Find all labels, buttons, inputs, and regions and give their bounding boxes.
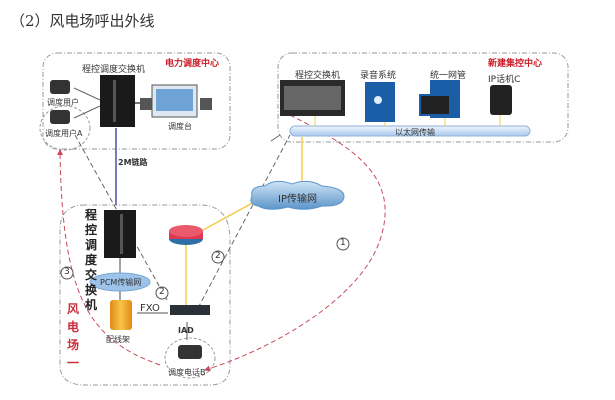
dispatch-phone-b	[178, 345, 202, 359]
dispatch-console-label: 调度台	[168, 122, 192, 131]
pbx-label: 程控交换机	[295, 71, 341, 81]
link-2m-label: 2M链路	[118, 158, 148, 167]
path-2-grey	[197, 134, 291, 309]
pcm-network-cloud	[89, 272, 151, 292]
marker-2b-label: 2	[159, 287, 165, 297]
dispatch-user-a-phone	[50, 110, 70, 124]
dispatch-center-zone	[42, 52, 231, 150]
yellow-router-ip	[202, 199, 259, 231]
pbx-device	[280, 80, 345, 116]
dispatch-user-label: 调度用户	[47, 98, 79, 107]
marker-2a	[211, 250, 225, 264]
farm-switch-label: 程控调度交换机	[84, 208, 97, 312]
page-title: （2）风电场呼出外线	[10, 12, 155, 30]
marker-1	[336, 237, 350, 251]
path-1-red	[204, 114, 386, 372]
distribution-frame-label: 配线架	[106, 335, 130, 344]
dispatch-user-phone	[50, 80, 70, 94]
dispatch-switch	[100, 75, 135, 127]
iad-label: IAD	[178, 326, 194, 335]
recording-label: 录音系统	[360, 71, 397, 81]
wind-farm-zone	[59, 204, 231, 386]
phone-b-zone	[164, 337, 216, 379]
control-center-zone	[277, 52, 569, 143]
dispatch-phone-b-label: 调度电话B	[168, 368, 206, 377]
ip-phone-c-label: IP话机C	[488, 75, 521, 85]
pcm-network-label: PCM传输网	[100, 278, 142, 287]
control-center-label: 新建集控中心	[488, 59, 543, 69]
ethernet-bar	[289, 125, 531, 137]
fxo-label: FXO	[140, 303, 160, 314]
marker-2b	[155, 286, 169, 300]
ip-network-label: IP传输网	[278, 194, 317, 205]
marker-2a-label: 2	[215, 251, 221, 261]
distribution-frame	[110, 300, 132, 330]
ethernet-label: 以太网传输	[395, 128, 435, 137]
ip-network-cloud	[250, 180, 345, 210]
nms-label: 统一网管	[430, 71, 467, 81]
recording-device	[365, 82, 395, 122]
dispatch-switch-label: 程控调度交换机	[82, 65, 146, 75]
dispatch-console	[140, 84, 212, 118]
path-3-red	[57, 149, 161, 366]
iad-device	[170, 305, 210, 315]
marker-3-label: 3	[64, 267, 70, 277]
dispatch-center-label: 电力调度中心	[165, 59, 220, 69]
farm-switch	[104, 210, 136, 258]
ip-phone-c	[490, 85, 512, 115]
nms-device	[419, 80, 460, 118]
router	[169, 225, 203, 245]
user-a-zone	[39, 105, 91, 151]
marker-1-label: 1	[340, 238, 346, 248]
marker-3	[60, 266, 74, 280]
wind-farm-label: 风电场一	[66, 302, 79, 370]
dispatch-user-a-label: 调度用户A	[45, 129, 83, 138]
